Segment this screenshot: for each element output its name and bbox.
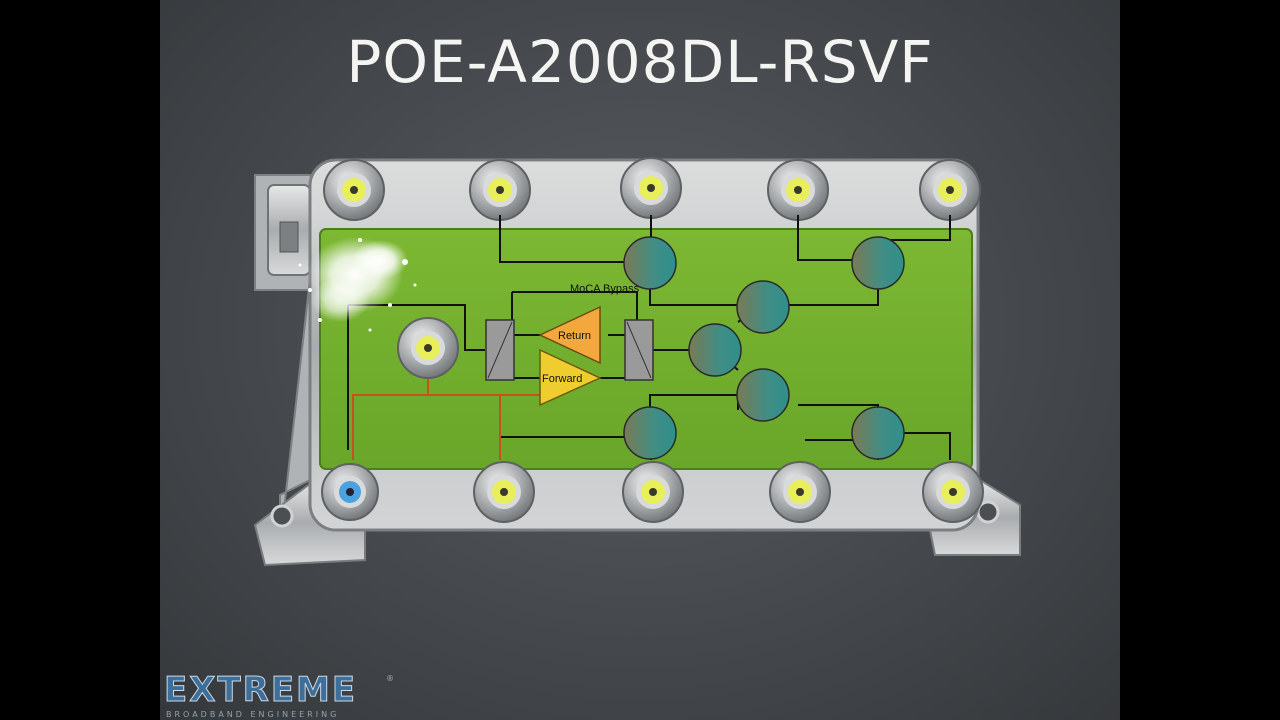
return-amplifier: Return (538, 305, 601, 365)
splitter (623, 236, 677, 290)
power-input-port (397, 317, 459, 379)
forward-amplifier: Forward (539, 348, 602, 407)
connector (620, 157, 682, 219)
slide: POE-A2008DL-RSVF (160, 0, 1120, 720)
moca-bypass-label: MoCA Bypass (570, 283, 640, 295)
bottom-connectors (321, 461, 984, 523)
letterbox-right (1120, 0, 1280, 720)
connector (922, 461, 984, 523)
mount-hole-left (270, 504, 294, 528)
connector (323, 159, 385, 221)
diplexer-right (624, 319, 654, 381)
sparkle-effect (298, 237, 417, 332)
top-connectors (323, 157, 981, 221)
registered-mark: ® (386, 674, 394, 683)
splitter (851, 406, 905, 460)
company-logo: EXTREME ® BROADBAND ENGINEERING (163, 670, 394, 720)
return-label: Return (558, 330, 591, 342)
splitter (736, 368, 790, 422)
connector (919, 159, 981, 221)
connector (469, 159, 531, 221)
power-traces (352, 375, 540, 460)
input-connector (321, 463, 379, 521)
splitter (688, 323, 742, 377)
page-title: POE-A2008DL-RSVF (346, 28, 934, 96)
splitter (851, 236, 905, 290)
logo-tagline: BROADBAND ENGINEERING (166, 710, 340, 719)
ground-screw (279, 221, 299, 253)
forward-label: Forward (542, 373, 582, 385)
connector (769, 461, 831, 523)
connector (767, 159, 829, 221)
splitter-device: MoCA Bypass Return Forward (253, 157, 1021, 567)
splitter (623, 406, 677, 460)
diplexer-left (485, 319, 515, 381)
splitter (736, 280, 790, 334)
connector (473, 461, 535, 523)
connector (622, 461, 684, 523)
letterbox-left (0, 0, 160, 720)
logo-wordmark: EXTREME (163, 670, 358, 711)
splitters (623, 236, 905, 460)
